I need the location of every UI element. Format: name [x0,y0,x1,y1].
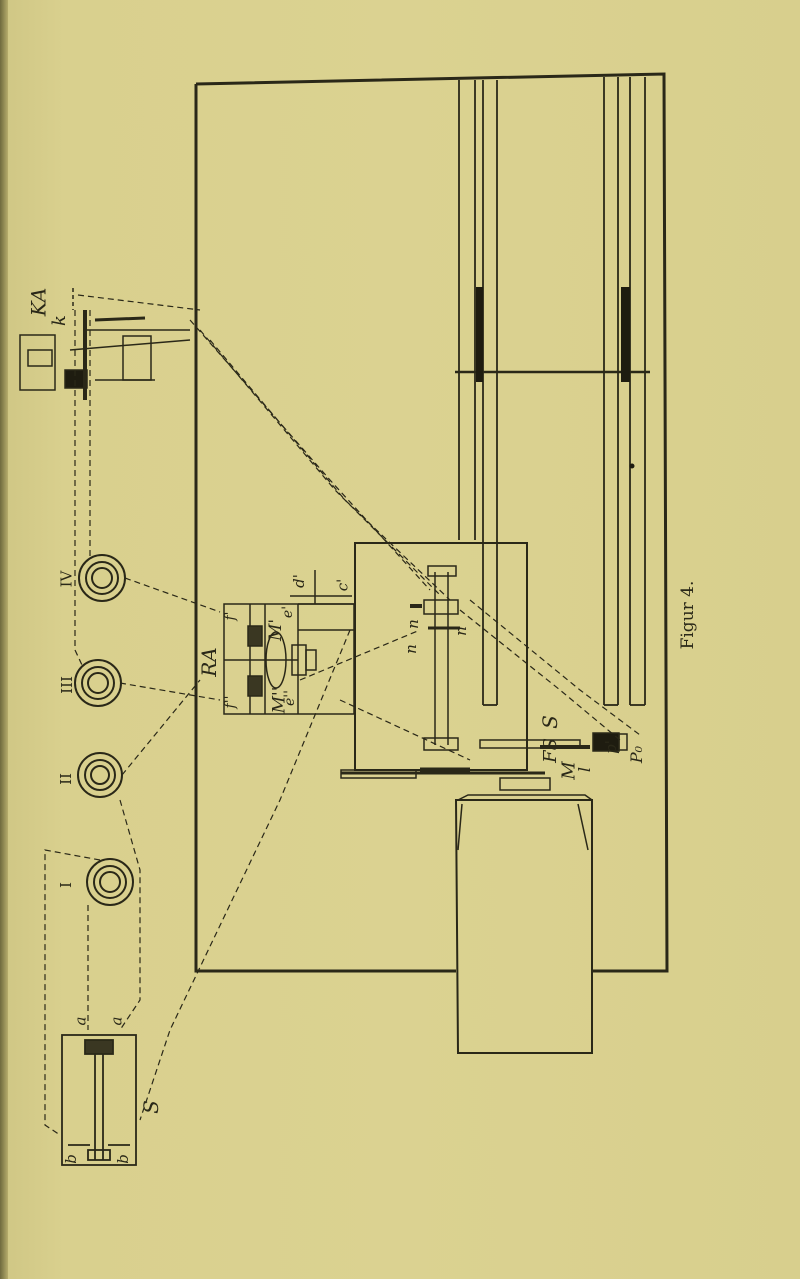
central-column [410,565,460,751]
right-mechanism [479,732,628,752]
roller-IV [78,554,126,602]
binding-edge [0,0,8,1279]
roller-label-II: II [56,773,75,785]
tube-group-right [455,77,650,706]
main-frame [194,72,669,973]
label-s-right: S [537,715,562,729]
label-p-zero: P₀ [627,745,647,764]
label-k: k [48,315,70,326]
label-e-prime: e' [280,605,297,619]
label-n-mid: n [451,626,470,636]
ra-block [223,570,355,715]
label-d-prime: d' [289,574,308,588]
label-a-right: a [107,1016,126,1026]
label-b-left: b [61,1154,80,1164]
label-n-top: n [403,619,422,629]
label-a-left: a [71,1016,90,1026]
figure-caption: Figur 4. [678,580,698,650]
roller-label-I: I [56,882,75,888]
roller-label-IV: IV [57,570,76,588]
roller-II [77,752,123,798]
tube-dot [629,463,635,469]
label-p-prime: p' [601,740,620,754]
tube-block-left [476,287,483,382]
lower-box [454,799,593,1054]
roller-III [74,659,122,707]
roller-label-III: III [57,676,76,694]
label-s-left: S [138,1100,163,1114]
ka-mechanism [19,288,191,400]
central-box [354,542,528,771]
label-ka: KA [26,287,51,317]
tube-block-right [621,287,630,382]
label-l: l [575,766,595,773]
label-m-prime: M' [266,618,287,642]
label-e-double: e'' [281,690,298,706]
label-b-right: b [113,1154,132,1164]
label-c-prime: c' [333,578,352,592]
drive-box [61,1034,137,1166]
label-f-double: f'' [222,695,239,709]
label-n-lower: n [401,644,420,654]
roller-I [86,858,134,906]
label-fs: FS [539,738,561,763]
label-f-prime: f' [222,611,239,621]
label-ra: RA [196,647,221,677]
